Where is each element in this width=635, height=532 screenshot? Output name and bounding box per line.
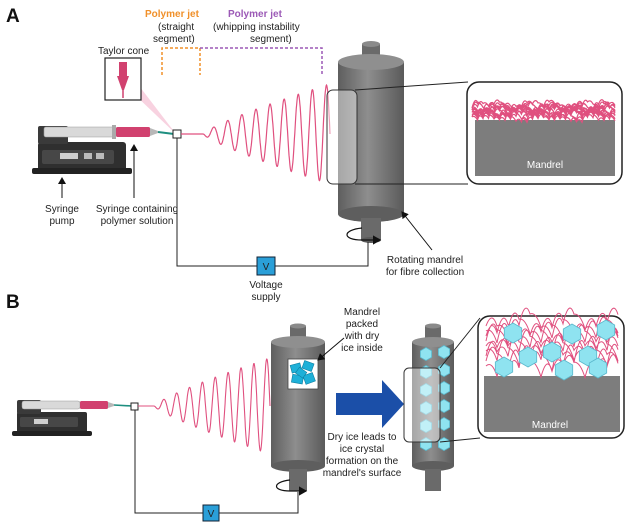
ice-crystal-7 (437, 399, 451, 413)
mandrel-inset-b: Mandrel (477, 307, 625, 439)
straight-jet-title: Polymer jet (145, 9, 200, 20)
panel-a-label: A (6, 6, 20, 27)
voltage-supply-b (202, 504, 220, 522)
syringe-pump-a (32, 126, 132, 174)
polymer-jet-a (181, 83, 331, 182)
ice-crystal-6 (494, 356, 514, 378)
mandrel-arrow (401, 211, 433, 251)
syringe-containing-label-2: polymer solution (101, 216, 174, 227)
ice-crystal-6 (419, 401, 433, 415)
mandrel-inset-label-b: Mandrel (532, 420, 568, 431)
rotating-mandrel-label-2: for fibre collection (386, 267, 464, 278)
zoom-line-b-top (439, 317, 481, 369)
ice-crystal-0 (419, 347, 433, 361)
mandrel-packed-label-2: packed (346, 319, 378, 330)
mandrel-packed-label-1: Mandrel (344, 307, 380, 318)
straight-jet-sub-2: segment) (153, 34, 195, 45)
polymer-jet-b (138, 358, 271, 452)
ice-crystal-11 (437, 437, 451, 451)
ice-crystal-4 (542, 341, 562, 363)
voltage-label-2: supply (252, 292, 281, 303)
voltage-symbol-a: V (263, 262, 270, 273)
ice-crystal-4 (419, 383, 433, 397)
zoom-line-b-bottom (439, 437, 481, 443)
straight-jet-label: Polymer jet (straight segment) (145, 9, 201, 75)
fibre-mat-a (471, 99, 616, 124)
ice-crystal-8 (419, 419, 433, 433)
process-arrow (336, 380, 404, 428)
dry-ice-blocks (289, 360, 316, 385)
taylor-cone-inset: Taylor cone (98, 46, 176, 134)
ice-crystal-0 (503, 322, 523, 344)
dry-ice-label-2: ice crystal (340, 444, 384, 455)
ice-crystals-surface (419, 345, 451, 451)
voltage-supply-a (256, 256, 276, 276)
ice-crystal-8 (588, 357, 608, 379)
voltage-symbol-b: V (208, 509, 215, 520)
mandrel-inset-label-a: Mandrel (527, 160, 563, 171)
dry-ice-label-3: formation on the (326, 456, 399, 467)
ice-crystal-2 (596, 319, 616, 341)
nozzle-box-b (130, 402, 139, 411)
nozzle-box-a (172, 129, 182, 139)
straight-jet-sub-1: (straight (158, 22, 194, 33)
ice-crystals-inset (494, 319, 616, 381)
dry-ice-label-4: mandrel's surface (323, 468, 402, 479)
ice-crystal-mandrel (403, 323, 454, 491)
whipping-jet-label: Polymer jet (whipping instability segmen… (200, 9, 323, 75)
ice-crystal-5 (437, 381, 451, 395)
ice-crystal-1 (562, 323, 582, 345)
syringe-pump-label-1: Syringe (45, 204, 79, 215)
ice-crystal-10 (419, 437, 433, 451)
dry-ice-arrow (317, 337, 345, 361)
whipping-jet-sub-2: segment) (250, 34, 292, 45)
whipping-jet-title: Polymer jet (228, 9, 283, 20)
mandrel-packed-label-4: ice inside (341, 343, 383, 354)
dry-ice-label-1: Dry ice leads to (328, 432, 397, 443)
circuit-wire-a (176, 138, 369, 267)
ice-crystal-2 (419, 365, 433, 379)
mandrel-packed-label-3: with dry (344, 331, 379, 342)
ice-crystal-9 (437, 417, 451, 431)
circuit-wire-b (134, 410, 299, 514)
zoom-line-a-top (354, 81, 469, 91)
mandrel-inset-a: Mandrel (466, 81, 623, 185)
syringe-b (21, 400, 133, 410)
syringe-pump-label-2: pump (49, 216, 74, 227)
ice-crystal-1 (437, 345, 451, 359)
rotating-mandrel-a (326, 41, 404, 245)
panel-b-label: B (6, 292, 20, 313)
ice-crystal-7 (554, 359, 574, 381)
syringe-a (43, 125, 175, 139)
rotating-mandrel-label-1: Rotating mandrel (387, 255, 463, 266)
voltage-label-1: Voltage (249, 280, 283, 291)
syringe-containing-label-1: Syringe containing (96, 204, 178, 215)
dry-ice-mandrel (271, 323, 325, 496)
whipping-jet-sub-1: (whipping instability (213, 22, 300, 33)
ice-crystal-3 (518, 346, 538, 368)
taylor-cone-label: Taylor cone (98, 46, 150, 57)
